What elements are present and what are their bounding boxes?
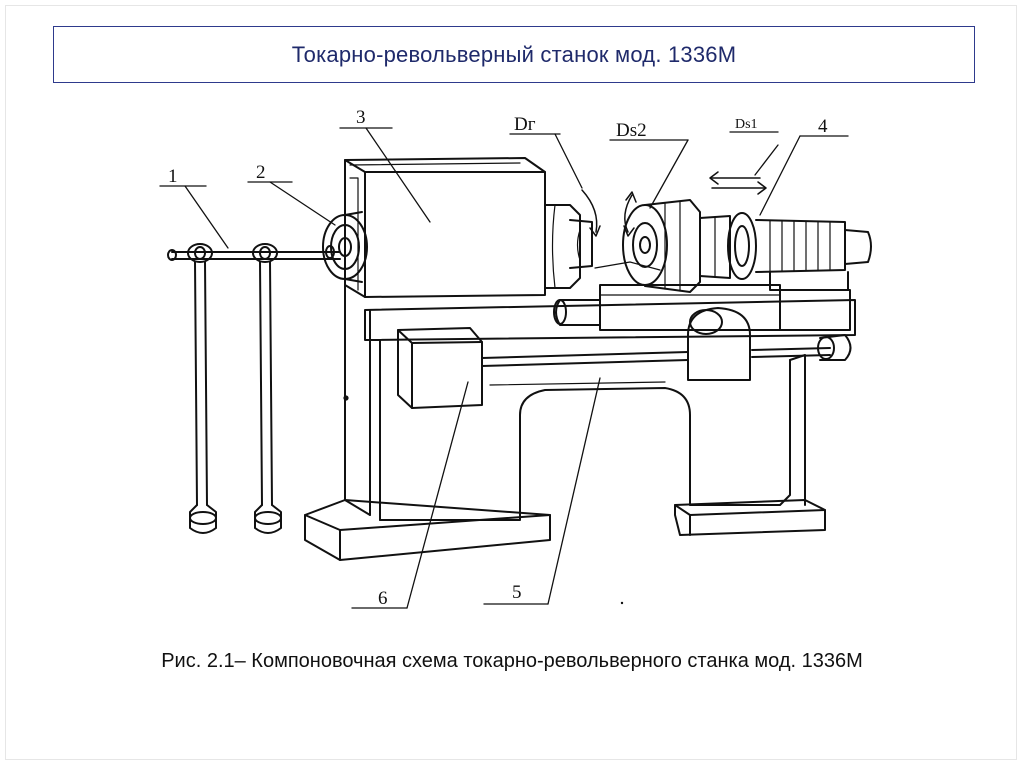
slide-title: Токарно-револьверный станок мод. 1336М — [291, 41, 737, 67]
callout-5: 5 — [512, 582, 522, 603]
headstock — [344, 157, 546, 298]
feed-gearbox — [397, 307, 852, 409]
callout-1: 1 — [168, 166, 178, 187]
turret-slide — [553, 261, 851, 331]
bar-feed-stand — [167, 243, 341, 534]
callout-6: 6 — [378, 588, 388, 609]
callout-ds1: Ds1 — [735, 117, 758, 132]
leader-lines — [159, 127, 849, 609]
callout-2: 2 — [256, 162, 266, 183]
callout-3: 3 — [356, 107, 366, 128]
turret-assembly — [622, 199, 872, 293]
slide-frame — [5, 5, 1017, 760]
motion-arrows — [581, 171, 767, 237]
title-box: Токарно-револьверный станок мод. 1336М — [53, 26, 975, 83]
machine-bed — [304, 284, 856, 561]
callout-4: 4 — [818, 116, 828, 137]
callout-ds2: Ds2 — [616, 120, 647, 141]
figure-caption: Рис. 2.1– Компоновочная схема токарно-ре… — [161, 650, 863, 672]
spindle-nose — [544, 204, 593, 289]
callout-dg: Dг — [514, 114, 536, 135]
